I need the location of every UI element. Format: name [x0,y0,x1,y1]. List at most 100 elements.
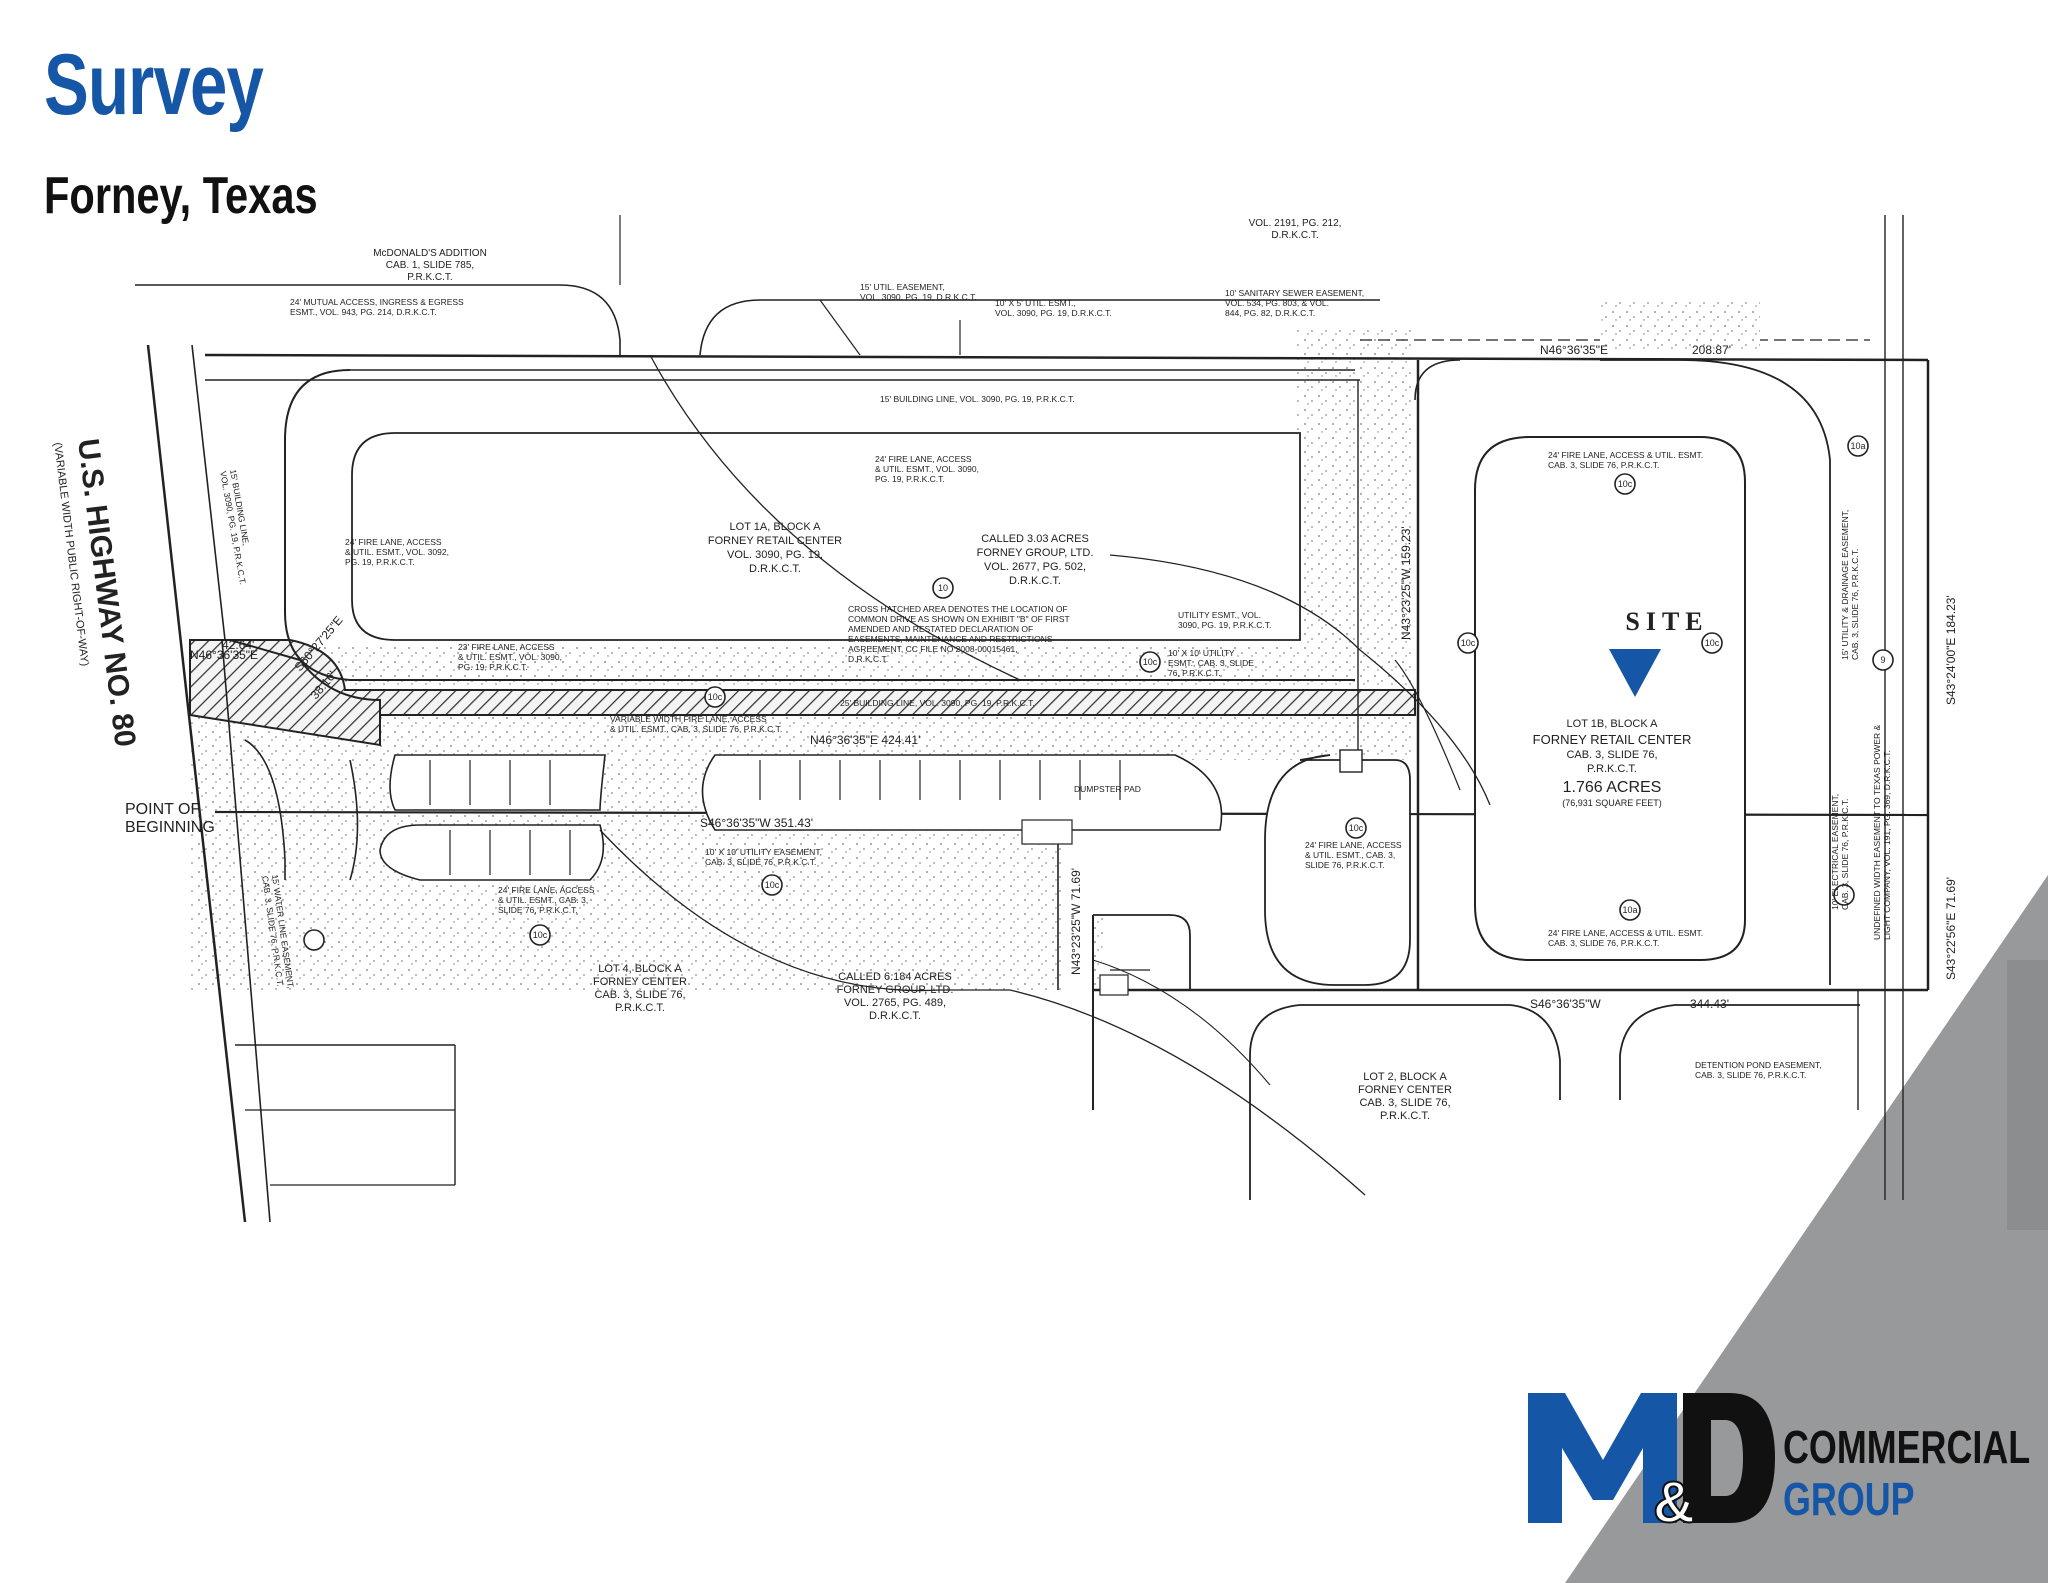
lot-2-prkct: P.R.K.C.T. [1380,1110,1430,1122]
logo-group-text: GROUP [1783,1473,1915,1525]
fire-lane-24d: 24' FIRE LANE, ACCESS & UTIL. ESMT. [1548,928,1703,938]
lot-4-prkct: P.R.K.C.T. [615,1002,665,1014]
marker-label: 10a [1850,441,1865,451]
util15-easement: 15' UTIL. EASEMENT, [860,282,945,292]
fire-lane-24b-ref2: PG. 19, P.R.K.C.T. [345,557,415,567]
sewer-easement-ref1: VOL. 534, PG. 803, & VOL. [1225,298,1329,308]
pob-line1: POINT OF [125,801,200,818]
lot-1b-cab: CAB. 3, SLIDE 76, [1566,749,1657,761]
fire-lane-24b: 24' FIRE LANE, ACCESS [345,537,442,547]
fire-lane-24d-ref: CAB. 3, SLIDE 76, P.R.K.C.T. [1548,938,1659,948]
fire-lane-24a-ref1: & UTIL. ESMT., VOL. 3090, [875,464,979,474]
marker-label: 10 [938,583,948,593]
util-10x10: 10' X 10' UTILITY [1168,648,1235,658]
bearing-nw-dist: 42.64' [222,638,254,652]
marker-label: 10a [1622,905,1637,915]
fire-lane-23-ref2: PG. 19, P.R.K.C.T. [458,662,528,672]
lot-1b-prkct: P.R.K.C.T. [1587,763,1637,775]
site-arrow-icon [1609,649,1661,697]
lot-4-name: FORNEY CENTER [593,976,687,988]
util15-easement-ref: VOL. 3090, PG. 19, D.R.K.C.T. [860,292,977,302]
marker-label: 10c [1349,823,1364,833]
fire-lane-24a-ref2: PG. 19, P.R.K.C.T. [875,474,945,484]
sewer-easement-ref2: 844, PG. 82, D.R.K.C.T. [1225,308,1315,318]
building-line-25: 25' BUILDING LINE, VOL. 3090, PG. 19, P.… [840,698,1035,708]
fire-lane-24b-ref1: & UTIL. ESMT., VOL. 3092, [345,547,449,557]
called-6184-label: CALLED 6.184 ACRES [838,971,952,983]
fire-lane-23: 23' FIRE LANE, ACCESS [458,642,555,652]
util-10x10-ref2: 76, P.R.K.C.T. [1168,668,1221,678]
called-6184-vol: VOL. 2765, PG. 489, [844,997,946,1009]
util-10x10b: 10' X 10' UTILITY EASEMENT, [705,847,822,857]
drainage-easement: 15' UTILITY & DRAINAGE EASEMENT, [1840,510,1850,660]
lot-1b-acreage: 1.766 ACRES [1563,779,1662,796]
bearing-mid: N46°36'35"E 424.41' [810,733,920,747]
bearing-north-dist: 208.87' [1692,343,1731,357]
tpl-easement: UNDEFINED WIDTH EASEMENT TO TEXAS POWER … [1872,724,1882,940]
detention-easement: DETENTION POND EASEMENT, [1695,1060,1822,1070]
lot-1b-name: FORNEY RETAIL CENTER [1533,732,1692,747]
site-label: SITE [1625,607,1708,636]
tpl-easement-ref: LIGHT COMPANY, VOL. 191, PG. 369, D.R.K.… [1882,750,1892,940]
called-6184-owner: FORNEY GROUP, LTD. [837,984,954,996]
called-303-label: CALLED 3.03 ACRES [981,533,1089,545]
lot-4-cab: CAB. 3, SLIDE 76, [594,989,685,1001]
bearing-west: N43°23'25"W 159.23' [1399,526,1413,640]
sewer-easement: 10' SANITARY SEWER EASEMENT, [1225,288,1364,298]
fire-lane-24f: 24' FIRE LANE, ACCESS [498,885,595,895]
called-303-drkct: D.R.K.C.T. [1009,575,1061,587]
page-subtitle: Forney, Texas [44,167,318,225]
cross-hatch-note-3: AMENDED AND RESTATED DECLARATION OF [848,624,1033,634]
fire-lane-23-ref1: & UTIL. ESMT., VOL. 3090, [458,652,562,662]
mutual-easement: 24' MUTUAL ACCESS, INGRESS & EGRESS [290,297,464,307]
electrical-easement: 10' ELECTRICAL EASEMENT, [1830,794,1840,910]
electrical-easement-ref: CAB. 3, SLIDE 76, P.R.K.C.T. [1840,799,1850,910]
fire-lane-24c-ref: CAB. 3, SLIDE 76, P.R.K.C.T. [1548,460,1659,470]
marker-label: 9 [1880,655,1885,665]
cross-hatch-note-2: COMMON DRIVE AS SHOWN ON EXHIBIT "B" OF … [848,614,1070,624]
fire-lane-24e-ref2: SLIDE 76, P.R.K.C.T. [1305,860,1385,870]
building-line-15: 15' BUILDING LINE, VOL. 3090, PG. 19, P.… [880,394,1075,404]
cross-hatch-note-6: D.R.K.C.T. [848,654,888,664]
bearing-south: S46°36'35"W [1530,997,1601,1011]
logo-commercial-text: COMMERCIAL [1783,1421,2031,1473]
fire-lane-24f-ref1: & UTIL. ESMT., CAB. 3, [498,895,588,905]
fire-lane-24f-ref2: SLIDE 76, P.R.K.C.T. [498,905,578,915]
util-10x10b-ref: CAB. 3, SLIDE 76, P.R.K.C.T. [705,857,816,867]
bearing-east2: S43°22'56"E 71.69' [1944,877,1958,980]
fire-lane-24e: 24' FIRE LANE, ACCESS [1305,840,1402,850]
page-title: Survey [44,37,264,133]
logo-ampersand: & [1653,1470,1695,1528]
utility-esmt-vol: UTILITY ESMT., VOL. [1178,610,1261,620]
lot-2-label: LOT 2, BLOCK A [1363,1071,1447,1083]
bearing-nw: N46°36'35"E [190,648,258,662]
marker-label: 10c [1705,638,1720,648]
detention-easement-ref: CAB. 3, SLIDE 76, P.R.K.C.T. [1695,1070,1806,1080]
called-6184-drkct: D.R.K.C.T. [869,1010,921,1022]
dumpster-label: DUMPSTER PAD [1074,784,1141,794]
lot-1b-square-feet: (76,931 SQUARE FEET) [1562,798,1662,808]
lot-1a-vol: VOL. 3090, PG. 19, [727,549,823,561]
bearing-north: N46°36'35"E [1540,343,1608,357]
logo-m-letter [1528,1393,1677,1523]
variable-fire-lane-ref: & UTIL. ESMT., CAB. 3, SLIDE 76, P.R.K.C… [610,724,782,734]
md-commercial-logo: & [1528,1393,1775,1528]
marker-label: 10c [533,930,548,940]
lot-1a-drkct: D.R.K.C.T. [749,563,801,575]
cross-hatch-note-1: CROSS HATCHED AREA DENOTES THE LOCATION … [848,604,1068,614]
util-10x10-ref1: ESMT., CAB. 3, SLIDE [1168,658,1254,668]
cross-hatch-note-4: EASEMENTS, MAINTENANCE AND RESTRICTIONS [848,634,1053,644]
bearing-mid-south: S46°36'35"W 351.43' [700,816,813,830]
mcdonalds-label: McDONALD'S ADDITION [373,248,487,259]
bearing-east1: S43°24'00"E 184.23' [1944,595,1958,705]
pob-line2: BEGINNING [125,819,215,836]
marker-label: 10c [1143,657,1158,667]
marker-label: 10c [1461,638,1476,648]
util10x5-easement-ref: VOL. 3090, PG. 19, D.R.K.C.T. [995,308,1112,318]
mcdonalds-cab: CAB. 1, SLIDE 785, [386,260,474,271]
marker-label: 10c [1618,479,1633,489]
fire-lane-24c: 24' FIRE LANE, ACCESS & UTIL. ESMT. [1548,450,1703,460]
lot-2-cab: CAB. 3, SLIDE 76, [1359,1097,1450,1109]
bearing-south-dist: 344.43' [1690,997,1729,1011]
